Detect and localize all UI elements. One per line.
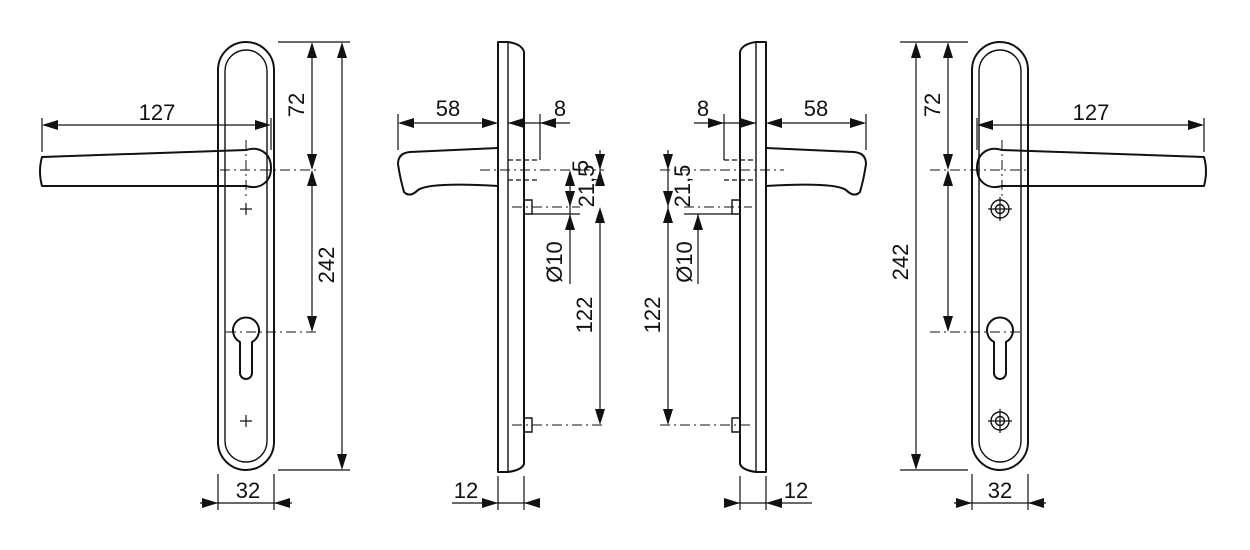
dim-handle-projection-left: 58 (436, 96, 460, 121)
lever-handle-side (397, 147, 499, 196)
backplate-side-profile-right (739, 41, 767, 473)
dim-top-to-axis-left: 72 (284, 93, 309, 117)
dim-screw-offset-right: 21,5 (670, 165, 695, 208)
dim-plate-thickness-left: 12 (454, 478, 478, 503)
side-view-left: 58 8 5 21,5 Ø10 122 12 (397, 41, 605, 510)
backplate-inner (224, 49, 268, 463)
dim-screw-spacing-right: 122 (640, 297, 665, 334)
dim-overall-height-right: 242 (888, 244, 913, 281)
dim-screw-diameter-left: Ø10 (542, 241, 567, 283)
lever-handle-side-right (765, 147, 867, 196)
side-view-right: 8 58 21,5 Ø10 122 12 (640, 41, 867, 510)
dim-axis-to-cylinder-left: 242 (314, 247, 339, 284)
lever-handle-right (976, 147, 1207, 188)
backplate-inner-right (978, 49, 1022, 463)
screw-rosette-lower (988, 409, 1012, 433)
dim-screw-offset-left: 21,5 (574, 165, 599, 208)
dim-plate-offset-left: 8 (554, 96, 566, 121)
dim-plate-offset-right: 8 (697, 96, 709, 121)
dim-handle-projection-right: 58 (804, 96, 828, 121)
dim-handle-length-left: 127 (139, 100, 176, 125)
backplate-outer-right (971, 41, 1029, 471)
dim-plate-thickness-right: 12 (784, 478, 808, 503)
screw-boss-lower-right (731, 417, 740, 433)
screw-rosette-upper (988, 197, 1012, 221)
dim-screw-diameter-right: Ø10 (672, 241, 697, 283)
dim-spindle-offset-left: 5 (568, 160, 593, 172)
front-view-right: 72 242 127 32 (888, 41, 1207, 510)
backplate-side-profile (497, 41, 525, 473)
cylinder-keyhole (232, 316, 260, 380)
dim-plate-width-right: 32 (988, 478, 1012, 503)
lever-handle (39, 147, 272, 188)
screw-mark-lower (240, 415, 252, 427)
dim-handle-length-right: 127 (1073, 100, 1110, 125)
dim-plate-width-left: 32 (236, 478, 260, 503)
cylinder-keyhole-right (986, 316, 1014, 380)
screw-mark-upper (240, 203, 252, 215)
front-view-left: 127 72 242 32 (39, 41, 350, 510)
dim-screw-spacing-left: 122 (572, 297, 597, 334)
dim-top-to-axis-right: 72 (920, 93, 945, 117)
backplate-outer (217, 41, 275, 471)
